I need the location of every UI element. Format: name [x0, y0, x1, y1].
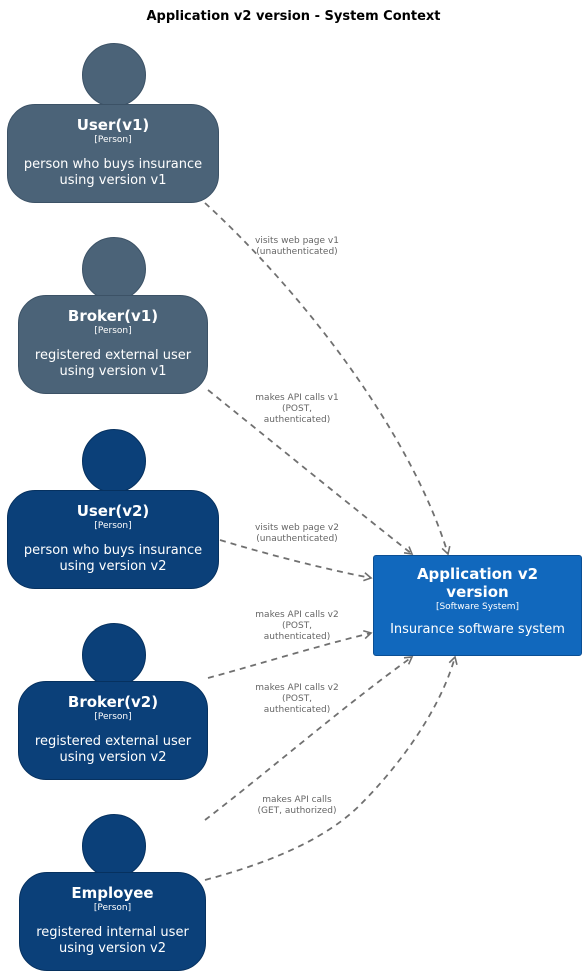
edge-label: makes API calls v1(POST,authenticated)	[255, 393, 339, 425]
person-broker-v2[interactable]: Broker(v2) [Person] registered external …	[18, 681, 208, 780]
person-employee[interactable]: Employee [Person] registered internal us…	[19, 872, 206, 971]
person-type: [Person]	[94, 521, 132, 531]
person-type: [Person]	[94, 326, 132, 336]
edge-label: makes API calls v2(POST,authenticated)	[255, 610, 339, 642]
edge-label: visits web page v1(unauthenticated)	[255, 236, 339, 257]
person-type: [Person]	[94, 712, 132, 722]
edge-user-v2	[219, 539, 373, 582]
person-user-v1[interactable]: User(v1) [Person] person who buys insura…	[7, 104, 219, 203]
person-name: Broker(v1)	[67, 307, 159, 325]
edge-label: makes API calls(GET, authorized)	[257, 795, 337, 816]
person-name: Broker(v2)	[67, 693, 159, 711]
person-head-icon	[82, 623, 146, 687]
diagram-title: Application v2 version - System Context	[146, 9, 441, 24]
person-name: Employee	[71, 884, 154, 902]
person-type: [Person]	[94, 135, 132, 145]
edge-label: makes API calls v2(POST,authenticated)	[255, 683, 339, 715]
person-head-icon	[82, 43, 146, 107]
person-name: User(v2)	[76, 502, 150, 520]
system-description: Insurance software system	[390, 622, 565, 637]
person-broker-v1[interactable]: Broker(v1) [Person] registered external …	[18, 295, 208, 394]
person-name: User(v1)	[76, 116, 150, 134]
system-type: [Software System]	[435, 602, 520, 612]
edge-label: visits web page v2(unauthenticated)	[255, 523, 339, 544]
person-user-v2[interactable]: User(v2) [Person] person who buys insura…	[7, 490, 219, 589]
person-type: [Person]	[93, 903, 132, 913]
person-head-icon	[82, 429, 146, 493]
edge-broker-v2	[207, 630, 373, 679]
person-head-icon	[82, 814, 146, 878]
edge-employee	[204, 655, 458, 881]
edge-broker-v2-b	[204, 656, 414, 821]
person-head-icon	[82, 237, 146, 301]
edge-user-v1	[204, 202, 451, 556]
